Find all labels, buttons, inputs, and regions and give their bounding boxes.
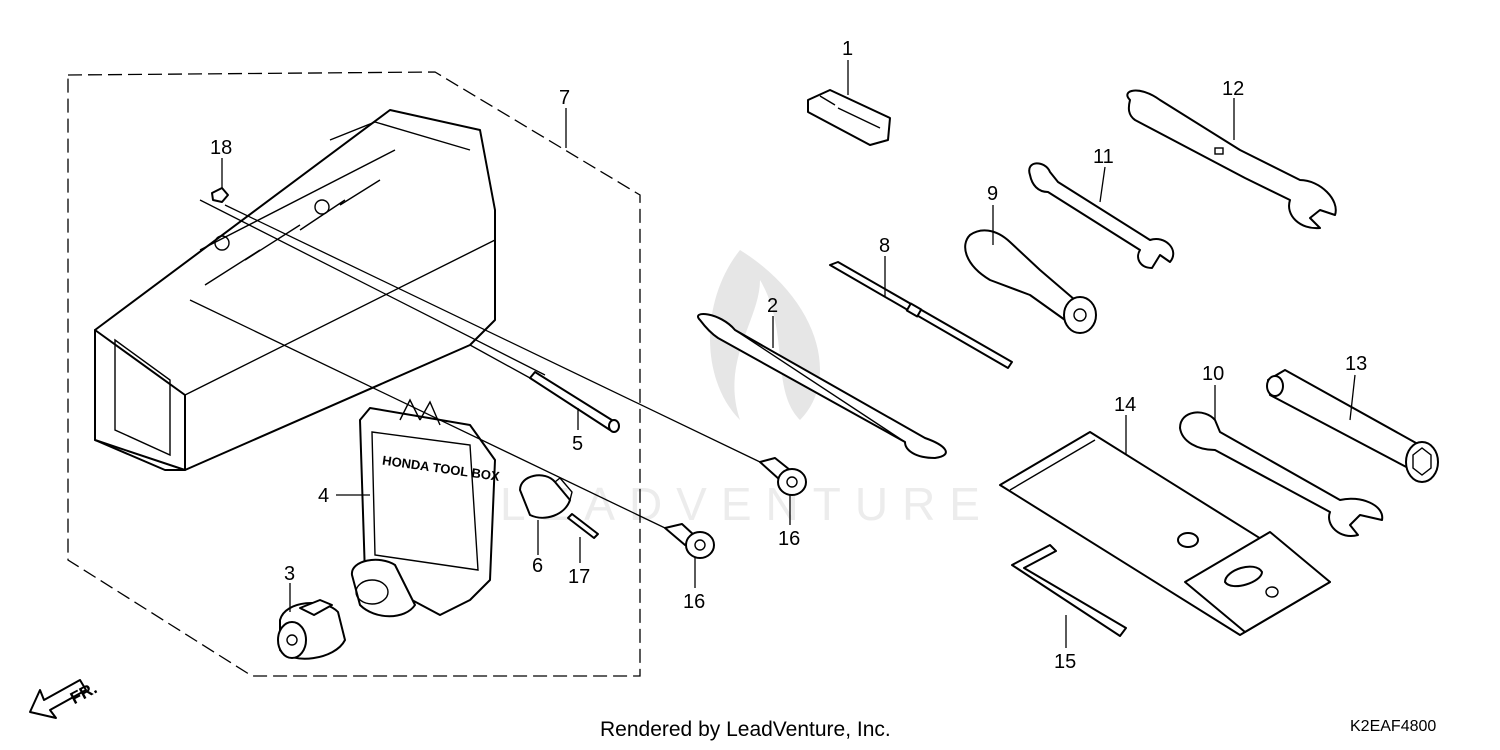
front-direction-arrow: FR.	[29, 678, 100, 719]
callout-15: 15	[1054, 651, 1076, 673]
hex-key-part	[1011, 544, 1127, 637]
nut-part	[211, 187, 229, 203]
wrench-10-part	[1179, 411, 1384, 537]
strap-part	[697, 313, 947, 459]
footer-credit: Rendered by LeadVenture, Inc.	[600, 718, 891, 741]
callout-6: 6	[532, 555, 543, 577]
callout-4: 4	[318, 485, 329, 507]
callout-2: 2	[767, 295, 778, 317]
callout-8: 8	[879, 235, 890, 257]
leader-lines	[189, 60, 1356, 648]
watermark: LEADVENTURE	[500, 250, 980, 530]
diagram-code: K2EAF4800	[1350, 718, 1437, 735]
bushing-part	[277, 599, 346, 660]
screwdriver-bit-part	[829, 261, 1013, 369]
clip-part	[519, 474, 573, 519]
callout-10: 10	[1202, 363, 1224, 385]
callout-16b: 16	[683, 591, 705, 613]
front-direction-label: FR.	[67, 678, 100, 708]
callout-3: 3	[284, 563, 295, 585]
callout-11: 11	[1093, 146, 1114, 168]
callout-5: 5	[572, 433, 583, 455]
callout-18: 18	[210, 137, 232, 159]
callout-7: 7	[559, 87, 570, 109]
callout-1: 1	[842, 38, 853, 60]
callout-12: 12	[1222, 78, 1244, 100]
spanner-12-part	[1126, 89, 1337, 230]
box-wrench-13-part	[1266, 369, 1439, 483]
callout-14: 14	[1114, 394, 1136, 416]
spring-pin-part	[567, 513, 599, 539]
bolt-part-b	[664, 523, 715, 559]
screwdriver-handle-part	[964, 229, 1097, 334]
callout-labels: 1 2 3 4 5 6 7 8 9 10 11 12 13 14 15 16 1…	[210, 38, 1367, 673]
callout-16a: 16	[778, 528, 800, 550]
callout-13: 13	[1345, 353, 1367, 375]
kit-outline	[67, 71, 641, 677]
wrench-11-part	[1028, 162, 1175, 269]
tool-box-body	[94, 109, 496, 471]
tool-bag-part	[999, 431, 1331, 636]
pin-part	[529, 371, 620, 433]
callout-9: 9	[987, 183, 998, 205]
tool-box-lid: HONDA TOOL BOX	[351, 398, 501, 618]
fuse-puller-part	[807, 89, 891, 146]
callout-17: 17	[568, 566, 590, 588]
bolt-part-a	[759, 457, 807, 496]
